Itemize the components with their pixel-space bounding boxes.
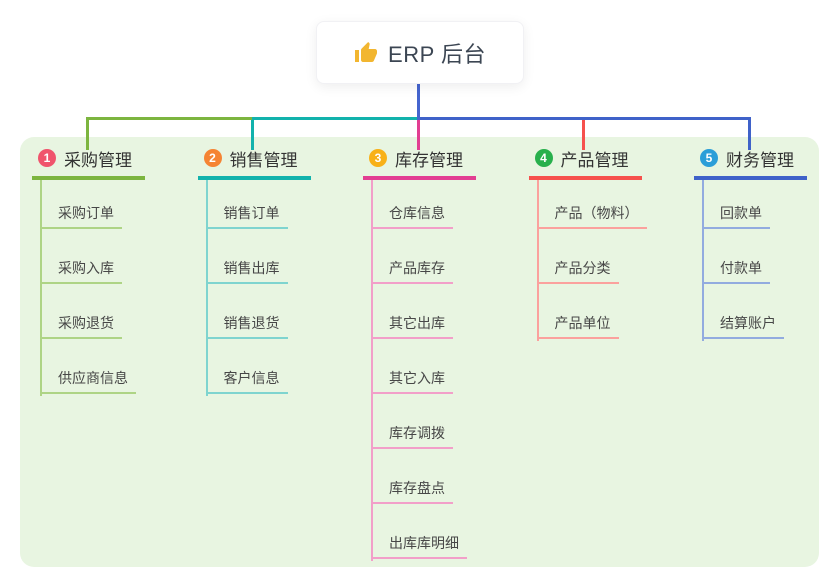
child-node-库存调拨[interactable]: 库存调拨 — [371, 424, 453, 449]
child-node-回款单[interactable]: 回款单 — [702, 204, 770, 229]
branch-label: 库存管理 — [395, 150, 463, 170]
child-node-采购入库[interactable]: 采购入库 — [40, 259, 122, 284]
root-node[interactable]: ERP 后台 — [316, 21, 524, 84]
branch-tree-line-1 — [40, 180, 42, 396]
branch-underline-1 — [32, 176, 145, 180]
connector-drop-branch-1 — [85, 117, 89, 150]
connector-drop-branch-2 — [251, 117, 254, 150]
bus-segment-left — [85, 117, 254, 120]
branch-label: 采购管理 — [64, 150, 132, 170]
child-node-库存盘点[interactable]: 库存盘点 — [371, 479, 453, 504]
branch-node-产品管理[interactable]: 4 产品管理 — [534, 147, 629, 170]
child-node-供应商信息[interactable]: 供应商信息 — [40, 369, 136, 394]
child-node-产品单位[interactable]: 产品单位 — [536, 314, 619, 339]
child-node-销售出库[interactable]: 销售出库 — [205, 259, 288, 284]
branch-underline-4 — [528, 176, 642, 180]
child-node-出库库明细[interactable]: 出库库明细 — [371, 534, 467, 559]
branch-badge-1: 1 — [38, 149, 56, 167]
connector-drop-branch-3 — [416, 117, 420, 150]
branch-label: 产品管理 — [560, 150, 629, 170]
child-node-其它入库[interactable]: 其它入库 — [371, 369, 453, 394]
branch-badge-4: 4 — [534, 149, 553, 167]
root-connector — [416, 82, 420, 120]
branch-node-采购管理[interactable]: 1 采购管理 — [38, 147, 132, 170]
branch-node-销售管理[interactable]: 2 销售管理 — [203, 147, 298, 170]
branch-tree-line-5 — [702, 180, 704, 341]
child-node-仓库信息[interactable]: 仓库信息 — [371, 204, 453, 229]
branch-tree-line-3 — [371, 180, 373, 561]
branch-underline-3 — [363, 176, 476, 180]
child-node-客户信息[interactable]: 客户信息 — [205, 369, 288, 394]
child-node-采购订单[interactable]: 采购订单 — [40, 204, 122, 229]
bus-segment-center — [251, 117, 420, 120]
branch-underline-2 — [197, 176, 311, 180]
child-node-产品库存[interactable]: 产品库存 — [371, 259, 453, 284]
branch-tree-line-2 — [205, 180, 208, 396]
branch-badge-5: 5 — [700, 149, 718, 167]
child-node-付款单[interactable]: 付款单 — [702, 259, 770, 284]
branch-node-库存管理[interactable]: 3 库存管理 — [369, 147, 463, 170]
child-node-其它出库[interactable]: 其它出库 — [371, 314, 453, 339]
child-node-产品分类[interactable]: 产品分类 — [536, 259, 619, 284]
child-node-销售退货[interactable]: 销售退货 — [205, 314, 288, 339]
connector-drop-branch-4 — [582, 117, 585, 150]
child-node-结算账户[interactable]: 结算账户 — [702, 314, 784, 339]
branch-underline-5 — [694, 176, 807, 180]
child-node-销售订单[interactable]: 销售订单 — [205, 204, 288, 229]
child-node-产品（物料）[interactable]: 产品（物料） — [536, 204, 647, 229]
branch-tree-line-4 — [536, 180, 539, 341]
mindmap-panel — [20, 137, 819, 567]
root-label: ERP 后台 — [388, 41, 486, 67]
branch-badge-3: 3 — [369, 149, 387, 167]
thumbs-up-icon — [354, 41, 378, 65]
branch-label: 销售管理 — [229, 150, 298, 170]
connector-drop-branch-5 — [747, 117, 751, 150]
branch-badge-2: 2 — [203, 149, 222, 167]
child-node-采购退货[interactable]: 采购退货 — [40, 314, 122, 339]
branch-label: 财务管理 — [726, 150, 794, 170]
branch-node-财务管理[interactable]: 5 财务管理 — [700, 147, 794, 170]
bus-segment-right — [416, 117, 751, 120]
